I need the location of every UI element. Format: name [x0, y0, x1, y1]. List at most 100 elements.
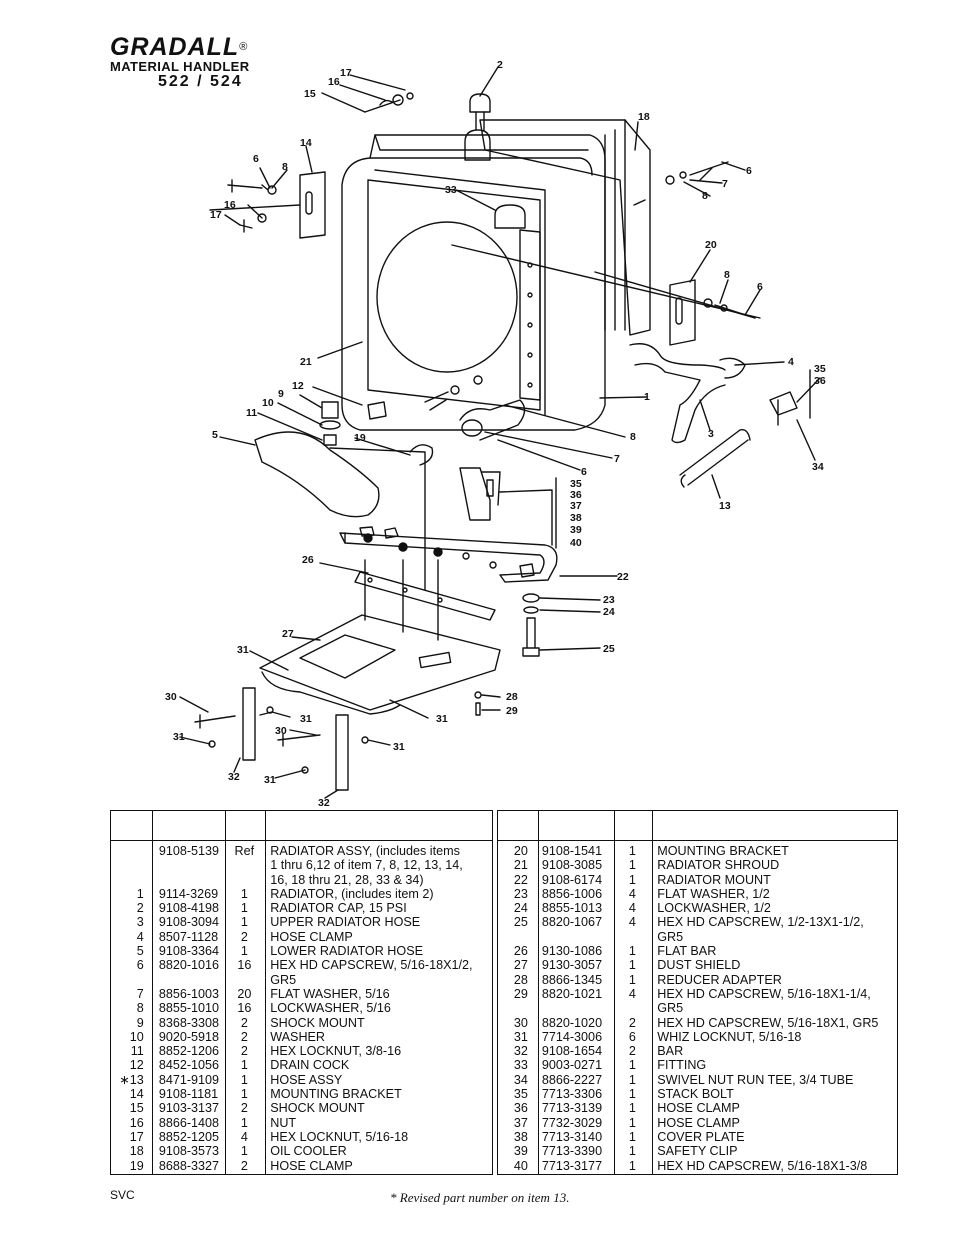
description-line: RADIATOR CAP, 15 PSI: [270, 901, 407, 916]
description: HEX HD CAPSCREW, 1/2-13X1-1/2,GR5: [651, 915, 897, 944]
quantity: 4: [240, 1129, 248, 1144]
part-number: 8855-1013: [541, 901, 603, 916]
callout-18: 18: [638, 111, 650, 123]
part-number: 9003-0271: [541, 1058, 603, 1073]
description-line: FLAT WASHER, 1/2: [657, 886, 770, 901]
callout-27: 27: [282, 628, 294, 640]
description: OIL COOLER: [264, 1144, 492, 1158]
description: MOUNTING BRACKET: [264, 1087, 492, 1101]
callout-1: 1: [644, 391, 650, 403]
item-number: 1: [136, 886, 144, 901]
item-number: 29: [513, 986, 528, 1001]
item-number: 40: [513, 1158, 528, 1173]
item-number: 5: [136, 944, 144, 959]
item-number: 26: [513, 944, 528, 959]
description-line: SAFETY CLIP: [657, 1144, 738, 1159]
callout-11: 11: [246, 407, 257, 419]
description: WASHER: [264, 1030, 492, 1044]
description-line: LOCKWASHER, 5/16: [270, 1001, 391, 1016]
part-number: 8855-1010: [158, 1001, 220, 1016]
description: RADIATOR, (includes item 2): [264, 887, 492, 901]
description-line: HEX HD CAPSCREW, 5/16-18X1-1/4,: [657, 986, 871, 1001]
callout-25: 25: [603, 643, 615, 655]
radiator-mount: [339, 532, 558, 583]
part-number: 9130-1086: [541, 944, 603, 959]
quantity: 16: [237, 958, 252, 973]
item-number: 27: [513, 958, 528, 973]
quantity: 1: [628, 1158, 636, 1173]
description-line: LOWER RADIATOR HOSE: [270, 944, 423, 959]
quantity: 1: [240, 1087, 248, 1102]
item-number: 28: [513, 972, 528, 987]
item-number: 21: [513, 858, 528, 873]
callout-17-top: 17: [340, 67, 352, 79]
part-number: 9103-3137: [158, 1101, 220, 1116]
item-number: 39: [513, 1144, 528, 1159]
item-number: 9: [136, 1015, 144, 1030]
quantity: 2: [240, 1029, 248, 1044]
callout-31-f: 31: [264, 774, 276, 786]
model-number: 522 / 524: [158, 73, 243, 90]
callout-13: 13: [719, 500, 731, 512]
part-number: 7713-3140: [541, 1129, 603, 1144]
callout-8-bottom: 8: [630, 431, 636, 443]
fan-opening: [376, 221, 518, 373]
quantity: 1: [240, 944, 248, 959]
item-number: 17: [129, 1129, 144, 1144]
description: LOWER RADIATOR HOSE: [264, 944, 492, 958]
callout-3: 3: [708, 428, 714, 440]
callout-6-right: 6: [746, 165, 752, 177]
description-line: SHOCK MOUNT: [270, 1015, 365, 1030]
description: SAFETY CLIP: [651, 1144, 897, 1158]
description-line: GR5: [657, 1001, 684, 1016]
quantity: 4: [628, 886, 636, 901]
callout-8-left: 8: [282, 161, 288, 173]
description: HEX HD CAPSCREW, 5/16-18X1, GR5: [651, 1016, 897, 1030]
part-number: 8866-2227: [541, 1072, 603, 1087]
part-number: 8507-1128: [158, 929, 219, 944]
part-number: 8852-1205: [158, 1129, 220, 1144]
item-number: 38: [513, 1129, 528, 1144]
callout-24: 24: [603, 606, 615, 618]
quantity: 1: [628, 872, 636, 887]
description-line: 16, 18 thru 21, 28, 33 & 34): [270, 872, 424, 887]
description-line: RADIATOR MOUNT: [657, 872, 771, 887]
description-line: SHOCK MOUNT: [270, 1101, 365, 1116]
bar-32-left: [242, 687, 256, 761]
description: HOSE ASSY: [264, 1073, 492, 1087]
description-line: FLAT WASHER, 5/16: [270, 986, 390, 1001]
part-number: 9108-3094: [158, 915, 220, 930]
item-number: 37: [513, 1115, 528, 1130]
description-line: MOUNTING BRACKET: [657, 844, 789, 858]
description-line: RADIATOR ASSY, (includes items: [270, 844, 460, 858]
filler-neck: [464, 129, 491, 161]
description-line: HEX LOCKNUT, 5/16-18: [270, 1129, 409, 1144]
part-number: 8820-1021: [541, 986, 603, 1001]
description-line: GR5: [270, 972, 297, 987]
quantity: 1: [628, 1087, 636, 1102]
oil-cooler: [479, 119, 651, 336]
quantity: 2: [240, 929, 248, 944]
description-line: FITTING: [657, 1058, 707, 1073]
description: HOSE CLAMP: [651, 1116, 897, 1130]
quantity: Ref: [234, 844, 255, 858]
callout-35: 35: [570, 478, 582, 490]
description: LOCKWASHER, 5/16: [264, 1001, 492, 1015]
item-number: 18: [129, 1144, 144, 1159]
description: HOSE CLAMP: [264, 930, 492, 944]
quantity: 1: [628, 1144, 636, 1159]
description: RADIATOR MOUNT: [651, 873, 897, 887]
callout-32-b: 32: [318, 797, 330, 809]
callout-10: 10: [262, 397, 274, 409]
quantity: 1: [628, 1115, 636, 1130]
quantity: 1: [628, 858, 636, 873]
part-number: 9130-3057: [541, 958, 603, 973]
callout-23: 23: [603, 594, 615, 606]
description: BAR: [651, 1044, 897, 1058]
description: WHIZ LOCKNUT, 5/16-18: [651, 1030, 897, 1044]
callout-7-right: 7: [722, 178, 728, 190]
